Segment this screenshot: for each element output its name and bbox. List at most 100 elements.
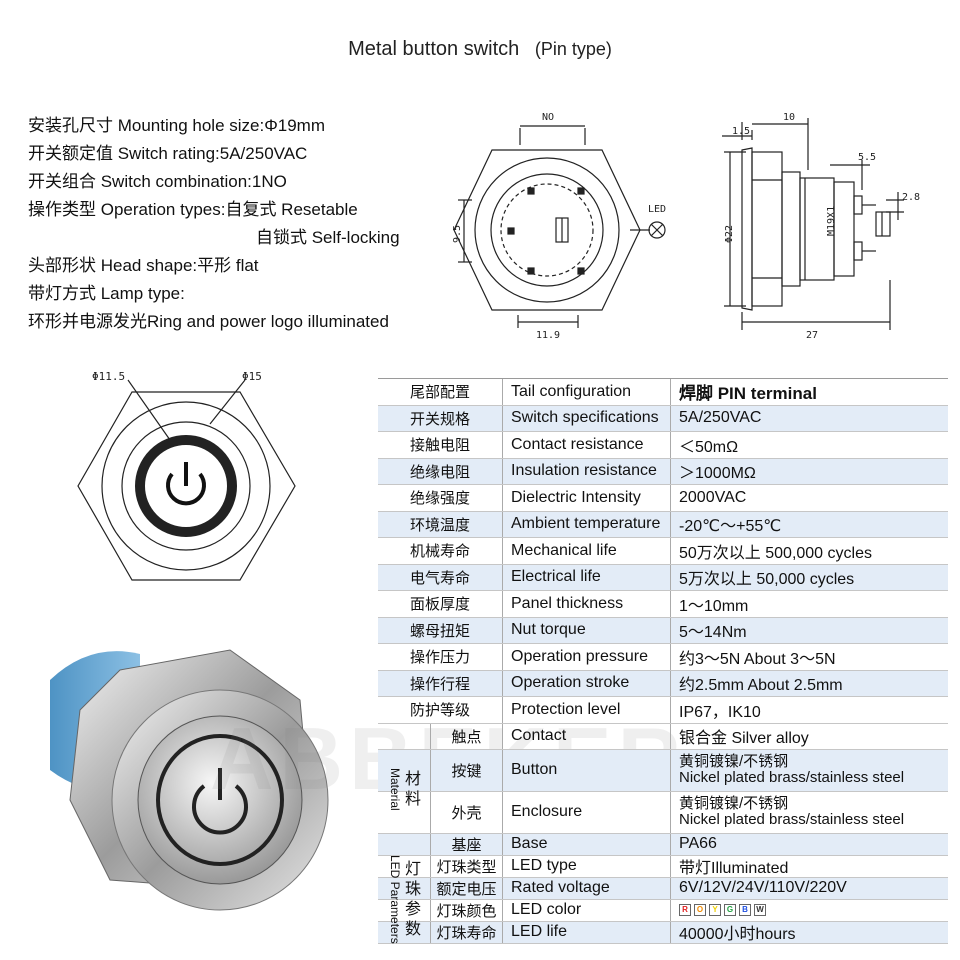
dim-1-5: 1.5 (732, 126, 750, 137)
row-label-cn: 尾部配置 (378, 379, 503, 405)
row-label-en: LED life (503, 921, 671, 943)
row-label-en: Ambient temperature (503, 511, 671, 537)
row-value-line: 黄铜镀镍/不锈钢 (679, 753, 789, 770)
spec-line: 开关额定值 Switch rating:5A/250VAC (28, 144, 308, 163)
led-color-chip: W (754, 904, 766, 916)
spec-line: 自锁式 Self-locking (256, 228, 400, 247)
row-label-en: Switch specifications (503, 405, 671, 431)
row-label-cn: 开关规格 (378, 405, 503, 431)
product-photo (50, 649, 329, 911)
row-value: 1～10mm (679, 597, 749, 615)
row-label-cn: 机械寿命 (378, 538, 503, 564)
row-value: ＜50mΩ (679, 438, 739, 456)
row-label-cn: 灯珠类型 (430, 855, 503, 877)
row-label-cn: 绝缘电阻 (378, 458, 503, 484)
led-color-chip: O (694, 904, 706, 916)
row-label-cn: 防护等级 (378, 697, 503, 723)
led-color-chip: Y (709, 904, 721, 916)
dim-9-5: 9.5 (452, 225, 463, 243)
row-label-cn: 额定电压 (430, 877, 503, 899)
row-label-en: Button (503, 749, 671, 791)
group-label-cn: 灯珠参数 (404, 859, 421, 938)
row-value: ＞1000MΩ (679, 465, 756, 483)
dim-27: 27 (806, 330, 818, 341)
title-main: Metal button switch (348, 38, 520, 60)
dim-2-8: 2.8 (902, 192, 920, 203)
row-label-cn: 绝缘强度 (378, 485, 503, 511)
title-subtitle: (Pin type) (534, 39, 612, 59)
ring-illumination (135, 435, 237, 537)
row-label-en: Operation pressure (503, 644, 671, 670)
row-value: 2000VAC (679, 488, 747, 506)
row-label-cn: 环境温度 (378, 511, 503, 537)
row-label-en: Contact resistance (503, 432, 671, 458)
spec-list: 安装孔尺寸 Mounting hole size:Φ19mm 开关额定值 Swit… (28, 112, 478, 336)
row-label-cn: 螺母扭矩 (378, 617, 503, 643)
dim-11-9: 11.9 (536, 330, 560, 341)
row-label-en: LED color (503, 899, 671, 921)
back-outer-circle (474, 157, 620, 303)
row-value: 约3～5N About 3～5N (679, 650, 836, 668)
row-label-en: Operation stroke (503, 670, 671, 696)
dim-10: 10 (783, 112, 795, 123)
row-label-cn: 外壳 (430, 791, 503, 833)
row-label-en: Tail configuration (503, 379, 671, 405)
row-label-en: Mechanical life (503, 538, 671, 564)
row-label-cn: 面板厚度 (378, 591, 503, 617)
back-ring (490, 173, 604, 287)
spec-line: 头部形状 Head shape:平形 flat (28, 256, 259, 275)
technical-drawing: NO 9.5 11.9 LED (452, 112, 920, 341)
spec-line: 环形并电源发光Ring and power logo illuminated (28, 312, 389, 331)
spec-line: 带灯方式 Lamp type: (28, 284, 185, 303)
row-value: -20℃～+55℃ (679, 518, 782, 536)
row-label-cn: 灯珠寿命 (430, 921, 503, 943)
led-color-chip: B (739, 904, 751, 916)
dim-phi22: Φ22 (724, 225, 735, 243)
row-value: PA66 (679, 835, 717, 852)
row-value: 5～14Nm (679, 624, 747, 642)
spec-line: 安装孔尺寸 Mounting hole size:Φ19mm (28, 116, 325, 135)
dim-phi15: Φ15 (242, 370, 262, 383)
row-label-en: Rated voltage (503, 877, 671, 899)
front-hexagon (77, 391, 296, 581)
row-value: 40000小时hours (679, 926, 796, 943)
dim-5-5: 5.5 (858, 152, 876, 163)
row-value-line: 黄铜镀镍/不锈钢 (679, 795, 789, 812)
row-label-cn: 灯珠颜色 (430, 899, 503, 921)
row-value-line: Nickel plated brass/stainless steel (679, 811, 905, 828)
dim-no-label: NO (542, 112, 554, 123)
led-ring (156, 734, 284, 866)
row-label-cn: 操作行程 (378, 670, 503, 696)
back-hexagon (453, 149, 641, 311)
spec-line: 开关组合 Switch combination:1NO (28, 172, 287, 191)
back-inner-circle (500, 183, 594, 277)
group-label-cn: 材料 (404, 769, 421, 808)
row-label-cn: 接触电阻 (378, 432, 503, 458)
row-label-cn: 基座 (430, 833, 503, 855)
led-color-chip: R (679, 904, 691, 916)
row-label-en: Protection level (503, 697, 671, 723)
